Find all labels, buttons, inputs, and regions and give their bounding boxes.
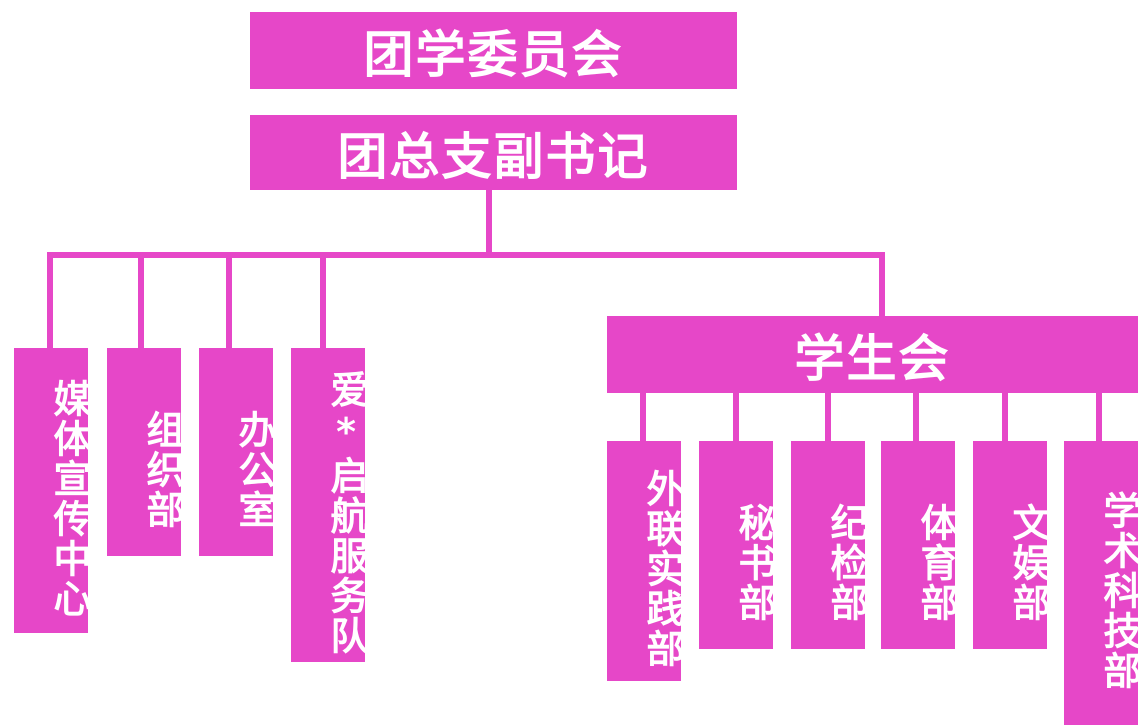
su-dept-label-sports: 体育部 <box>914 503 958 623</box>
dept-box-media: 媒体宣传中心 <box>14 348 91 633</box>
dept-box-organization: 组织部 <box>107 348 184 556</box>
drop-line-office <box>226 252 232 348</box>
drop-line-media <box>47 252 53 348</box>
secretary-box: 团总支副书记 <box>250 115 737 190</box>
su-dept-label-outreach: 外联实践部 <box>640 469 684 669</box>
drop-line-volunteer <box>320 252 326 348</box>
su-drop-line-secretariat <box>733 393 739 443</box>
dept-box-office: 办公室 <box>199 348 276 556</box>
committee-label: 团学委员会 <box>363 25 624 84</box>
dept-label-volunteer: 爱*启航服务队 <box>324 370 368 656</box>
su-drop-line-discipline <box>825 393 831 443</box>
dept-label-organization: 组织部 <box>140 410 184 530</box>
dept-label-office: 办公室 <box>232 410 276 530</box>
su-drop-line-outreach <box>640 393 646 443</box>
su-dept-label-secretariat: 秘书部 <box>732 503 776 623</box>
dept-label-media: 媒体宣传中心 <box>47 378 91 619</box>
su-dept-box-discipline: 纪检部 <box>791 441 868 649</box>
su-drop-line-sports <box>913 393 919 443</box>
drop-line-organization <box>138 252 144 348</box>
trunk-line <box>486 190 492 255</box>
su-dept-box-academic: 学术科技部 <box>1064 441 1141 725</box>
dept-box-volunteer: 爱*启航服务队 <box>291 348 368 662</box>
student-union-box: 学生会 <box>607 316 1138 393</box>
su-dept-box-secretariat: 秘书部 <box>699 441 776 649</box>
su-dept-box-arts: 文娱部 <box>973 441 1050 649</box>
su-dept-label-discipline: 纪检部 <box>824 503 868 623</box>
su-dept-label-academic: 学术科技部 <box>1097 491 1141 691</box>
su-dept-label-arts: 文娱部 <box>1006 503 1050 623</box>
su-dept-box-sports: 体育部 <box>881 441 958 649</box>
su-drop-line-arts <box>1002 393 1008 443</box>
su-drop-line-academic <box>1096 393 1102 443</box>
drop-line-student-union <box>879 252 885 318</box>
student-union-label: 学生会 <box>794 329 951 388</box>
secretary-label: 团总支副书记 <box>337 127 650 186</box>
branch-line <box>47 252 885 258</box>
committee-box: 团学委员会 <box>250 12 737 89</box>
su-dept-box-outreach: 外联实践部 <box>607 441 684 681</box>
